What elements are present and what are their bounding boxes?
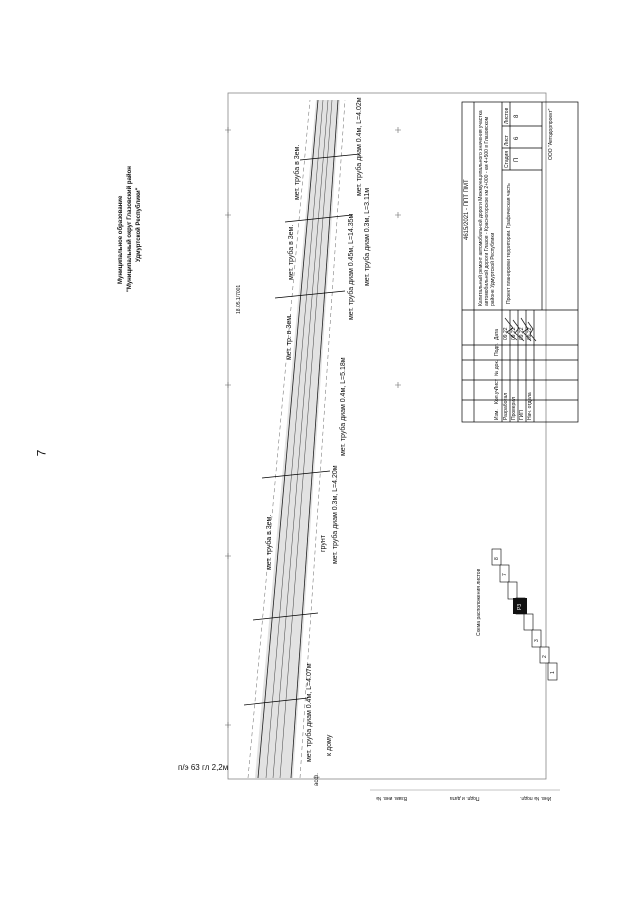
road-band (255, 100, 340, 778)
municipality-line-3: Удмуртской Республики" (136, 187, 142, 262)
stamp-stage-header: Стадия (504, 150, 510, 168)
stamp-col-podp: Подп. (494, 342, 500, 356)
stamp-role-1: Разработал (503, 392, 509, 420)
scheme-sheet-3: 3 (534, 639, 540, 642)
stamp-lines (461, 101, 579, 423)
label-pipe-dim-1: мет. труба диам 0.4м, L=4.02м (356, 97, 363, 196)
scheme-boxes (491, 548, 558, 681)
road-edge-left (257, 99, 319, 779)
stamp-doc-title: Проект планировки территории. Графическа… (506, 183, 512, 304)
label-pipe-dim-6: мет. труба диам 0.4м, L=4.07м (306, 663, 313, 762)
municipality-line-1: Муниципальное образование (118, 195, 124, 284)
grid-crosses (225, 127, 401, 728)
road-line-3 (279, 99, 333, 779)
stamp-project: Капитальный ремонт автомобильной дороги … (478, 110, 496, 306)
sheet-frame (227, 92, 547, 780)
stamp-org: ООО "Автодорпроект" (548, 108, 554, 160)
side-label-a: Инв. № подл. (520, 795, 552, 801)
scheme-sheet-2: 2 (542, 655, 548, 658)
scheme-current-box (513, 598, 527, 614)
scheme-current: P3 (517, 603, 523, 610)
stamp-sheets: 8 (514, 114, 520, 118)
label-pipe-dim-3: мет. труба диам 0.3м, L=3.11м (364, 187, 371, 286)
side-label-c: Взам. инв. № (376, 795, 407, 801)
label-pipe-top-2: мет. труба в 3ем. (294, 144, 301, 200)
municipality-line-2: "Муниципальный округ Глазовский район (127, 166, 133, 292)
stamp-role-4: Нач. отдела (527, 392, 533, 420)
label-pipe-dim-5: мет. труба диам 0.3м, L=4.20м (332, 465, 339, 564)
label-pipe-top-1: мет. труба в 3ем. (288, 224, 295, 280)
signatures (504, 317, 537, 342)
scheme-sheet-1: 1 (550, 671, 556, 674)
label-road: асф. (314, 773, 320, 786)
stamp-role-2: Проверил (511, 396, 517, 420)
stamp-col-list: Лист (494, 379, 500, 390)
label-to-house: к дому (326, 734, 333, 756)
stamp-col-izm: Изм. (494, 409, 500, 420)
stamp-code: 4615/2021 - ППТ ПМТ (464, 179, 470, 240)
culvert-markers (243, 153, 361, 706)
scheme-sheet-8: 8 (494, 557, 500, 560)
label-soil: грунт (320, 535, 327, 552)
stamp-date-2: 09.22 (511, 327, 517, 340)
boundary-left (247, 99, 311, 779)
label-pipe-mid: мет. труба в 3ем. (266, 514, 273, 570)
road-line-1 (265, 99, 324, 779)
stamp-sheets-header: Листов (504, 107, 510, 124)
stamp-col-kol: Кол.уч (494, 389, 500, 404)
scheme-sheet-7: 7 (502, 573, 508, 576)
label-bottom-note: п/э 63 гл 2,2м (178, 763, 229, 772)
label-field-code: 18.05.1/7001 (236, 284, 242, 314)
stamp-col-doc: № док. (494, 359, 500, 376)
road-line-2 (272, 99, 329, 779)
stamp-sheet-header: Лист (504, 135, 510, 146)
road-edge-right (290, 99, 339, 779)
stamp-date-1: 09.22 (503, 327, 509, 340)
label-pipe-top-3: мет. тр. в 3ем. (286, 314, 293, 360)
scheme-title: Схема расположения листов (476, 568, 482, 636)
label-pipe-dim-4: мет. труба диам 0.4м, L=5.18м (340, 357, 347, 456)
side-label-b: Подп. и дата (450, 795, 480, 801)
label-pipe-dim-2: мет. труба диам 0.45м, L=14.35м (348, 213, 355, 320)
boundary-right (299, 99, 346, 779)
stamp-stage: П (514, 157, 520, 162)
stamp-sheet: 6 (514, 136, 520, 140)
stamp-role-3: ГИП (519, 410, 525, 420)
stamp-date-4: 09.22 (527, 327, 533, 340)
stamp-col-data: Дата (494, 328, 500, 340)
stamp-date-3: 09.22 (519, 327, 525, 340)
